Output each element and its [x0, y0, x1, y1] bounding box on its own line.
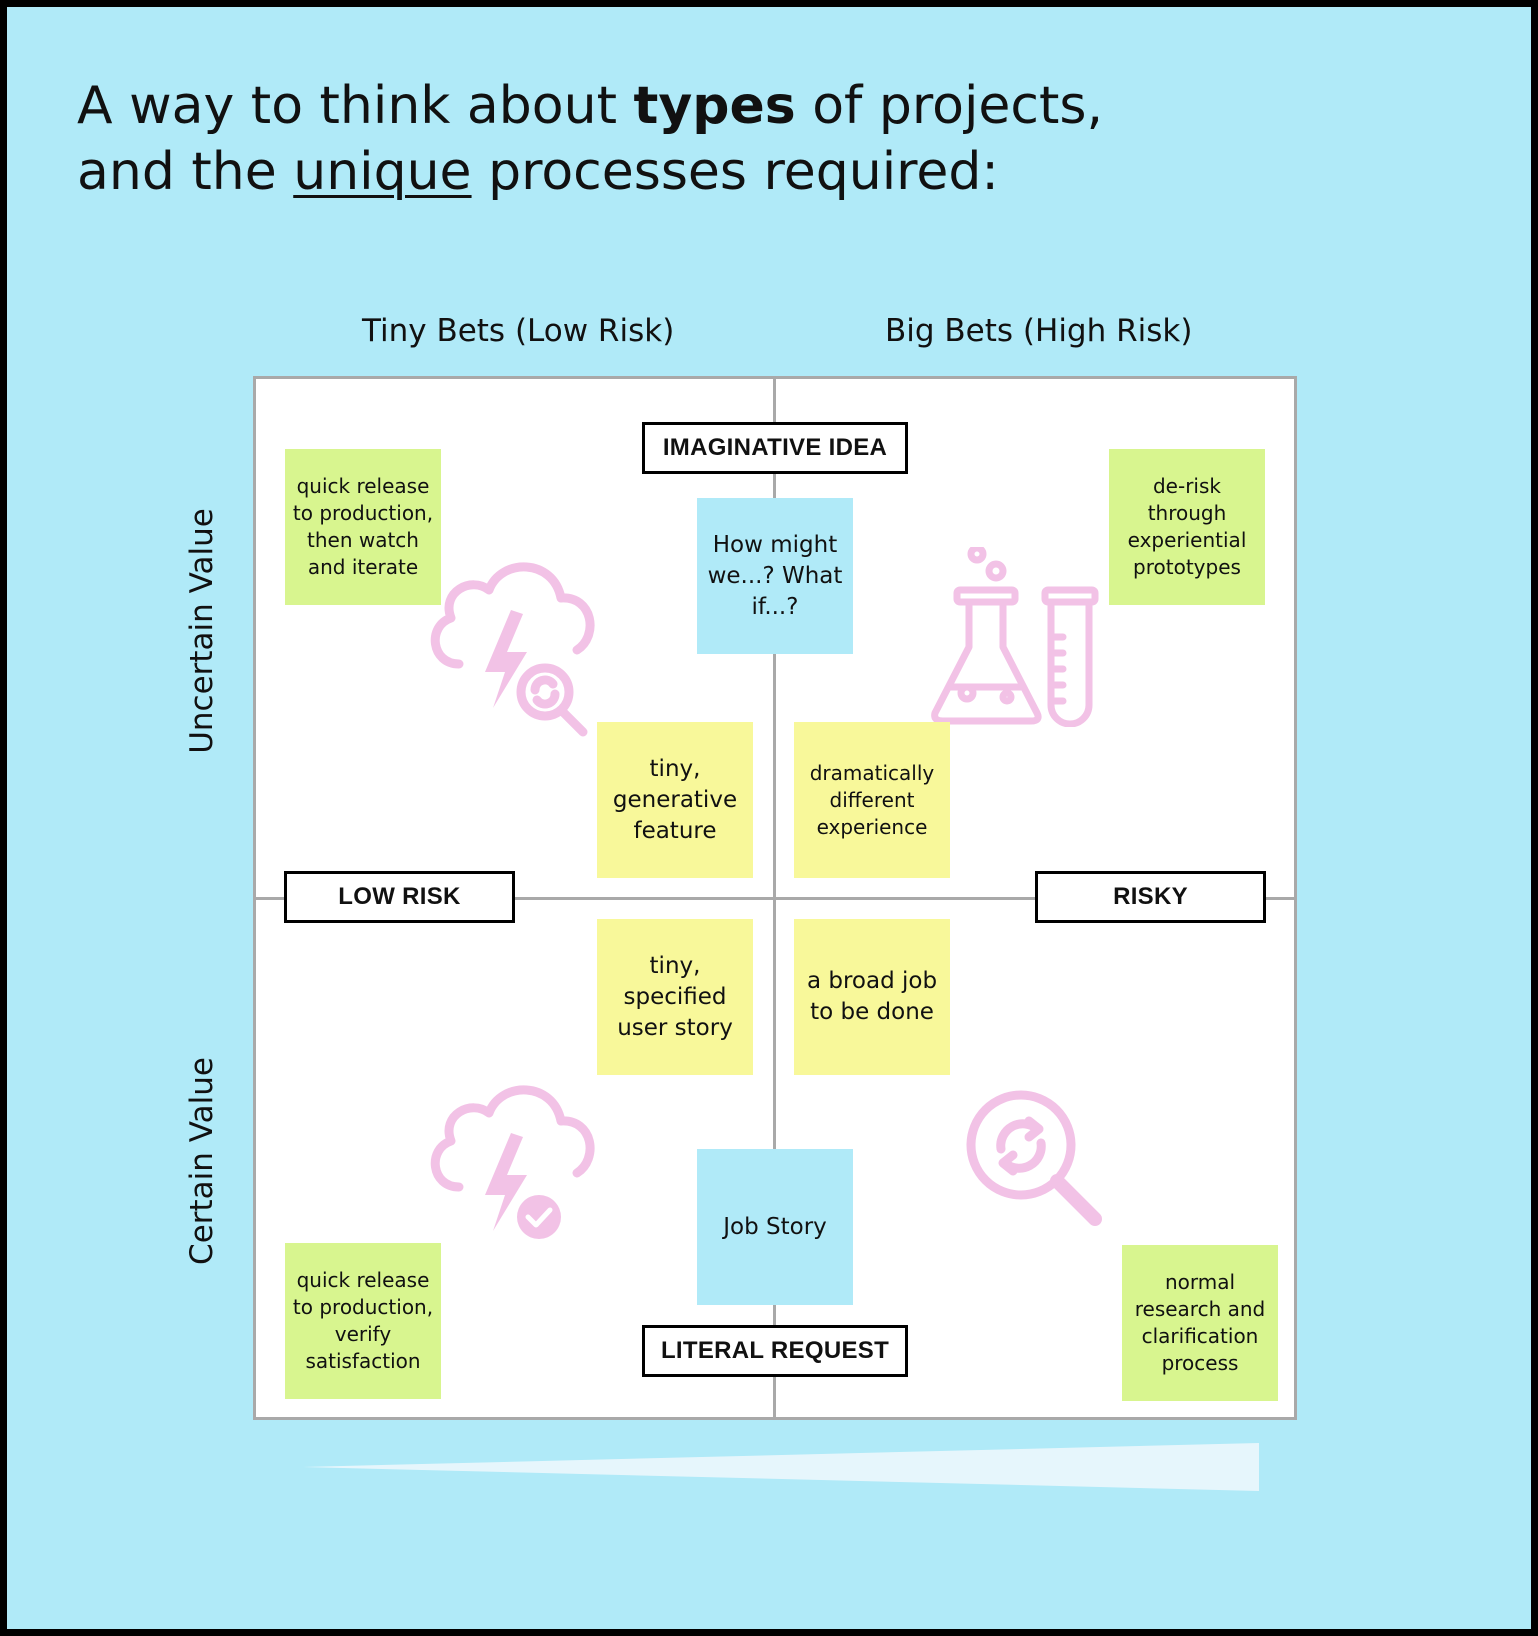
title-text: processes required: [471, 142, 999, 202]
sticky-note-quick-release-iterate: quick release to production, then watch … [285, 449, 441, 605]
sticky-note-normal-research: normal research and clarification proces… [1122, 1245, 1278, 1401]
sticky-note-broad-job: a broad job to be done [794, 919, 950, 1075]
sticky-note-how-might-we: How might we...? What if...? [697, 498, 853, 654]
flask-test-tube-icon [931, 547, 1099, 727]
sticky-note-quick-release-verify: quick release to production, verify sati… [285, 1243, 441, 1399]
column-label-tiny-bets: Tiny Bets (Low Risk) [362, 313, 675, 349]
sticky-note-de-risk-prototypes: de-risk through experiential prototypes [1109, 449, 1265, 605]
title-bold-word: types [633, 76, 796, 136]
label-literal-request: LITERAL REQUEST [642, 1325, 908, 1377]
risk-gradient-wedge [303, 1443, 1259, 1491]
cloud-lightning-search-icon [430, 562, 595, 737]
sticky-note-tiny-user-story: tiny, specified user story [597, 919, 753, 1075]
title-text: of projects, [795, 76, 1103, 136]
horizontal-axis-line [254, 897, 1296, 900]
row-label-certain-value: Certain Value [184, 1057, 220, 1265]
cloud-lightning-check-icon [430, 1085, 595, 1239]
page-title: A way to think about types of projects, … [77, 73, 1103, 205]
row-label-uncertain-value: Uncertain Value [184, 508, 220, 754]
title-line-1: A way to think about types of projects, [77, 73, 1103, 139]
title-underlined-word: unique [293, 142, 472, 202]
label-low-risk: LOW RISK [284, 871, 515, 923]
magnifier-refresh-icon [966, 1090, 1102, 1226]
sticky-note-tiny-generative-feature: tiny, generative feature [597, 722, 753, 878]
title-text: and the [77, 142, 294, 202]
sticky-note-dramatically-different: dramatically different experience [794, 722, 950, 878]
title-line-2: and the unique processes required: [77, 139, 1103, 205]
sticky-note-job-story: Job Story [697, 1149, 853, 1305]
label-risky: RISKY [1035, 871, 1266, 923]
title-text: A way to think about [77, 76, 634, 136]
column-label-big-bets: Big Bets (High Risk) [885, 313, 1193, 349]
label-imaginative-idea: IMAGINATIVE IDEA [642, 422, 908, 474]
